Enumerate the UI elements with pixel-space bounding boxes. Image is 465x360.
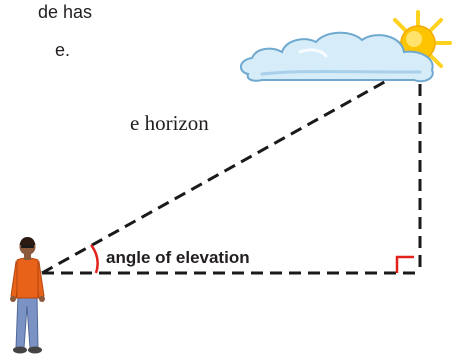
right-angle-marker [395, 255, 414, 273]
angle-of-elevation-label: angle of elevation [106, 248, 250, 267]
cloud-icon [240, 31, 434, 83]
angle-arc [89, 244, 99, 274]
text-fragment-line2: e. [55, 40, 71, 60]
text-fragment-line3: e horizon [130, 111, 209, 135]
line-of-sight [41, 78, 389, 275]
triangle-lines [41, 78, 422, 275]
person-icon [10, 237, 45, 354]
text-fragment-line1: de has [38, 2, 93, 22]
